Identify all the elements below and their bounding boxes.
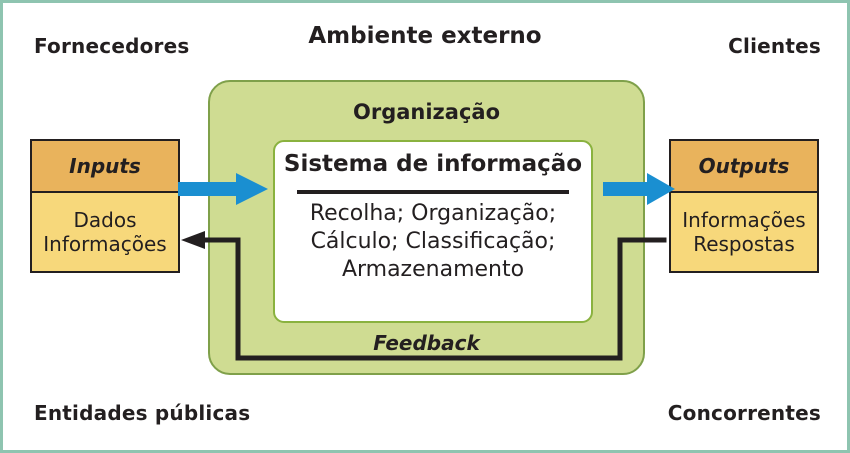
title-divider (297, 190, 569, 194)
information-system-functions: Recolha; Organização; Cálculo; Classific… (285, 200, 581, 284)
function-line-1: Recolha; Organização; (309, 201, 557, 226)
label-concorrentes: Concorrentes (667, 401, 821, 425)
function-line-2: Cálculo; Classificação; (310, 229, 556, 255)
outputs-header: Outputs (671, 141, 817, 193)
organization-panel: Organização Sistema de informação Recolh… (208, 80, 645, 375)
label-entidades-publicas: Entidades públicas (34, 401, 251, 425)
outputs-box: Outputs Informações Respostas (669, 139, 819, 273)
function-line-3: Armazenamento (341, 257, 525, 283)
feedback-arrowhead-icon (181, 231, 205, 249)
inputs-body: Dados Informações (32, 193, 178, 271)
feedback-label: Feedback (373, 331, 480, 355)
outputs-body: Informações Respostas (671, 193, 817, 271)
information-system-title: Sistema de informação (283, 151, 583, 177)
label-clientes: Clientes (728, 34, 821, 58)
information-system-box: Sistema de informação Recolha; Organizaç… (273, 140, 593, 323)
diagram-title: Ambiente externo (308, 23, 542, 49)
outputs-item-2: Respostas (693, 232, 795, 256)
inputs-item-2: Informações (43, 232, 167, 256)
label-fornecedores: Fornecedores (34, 34, 190, 58)
inputs-item-1: Dados (73, 207, 137, 232)
inputs-box: Inputs Dados Informações (30, 139, 180, 273)
organization-title: Organização (353, 100, 500, 124)
outputs-item-1: Informações (682, 207, 806, 232)
inputs-header: Inputs (32, 141, 178, 193)
